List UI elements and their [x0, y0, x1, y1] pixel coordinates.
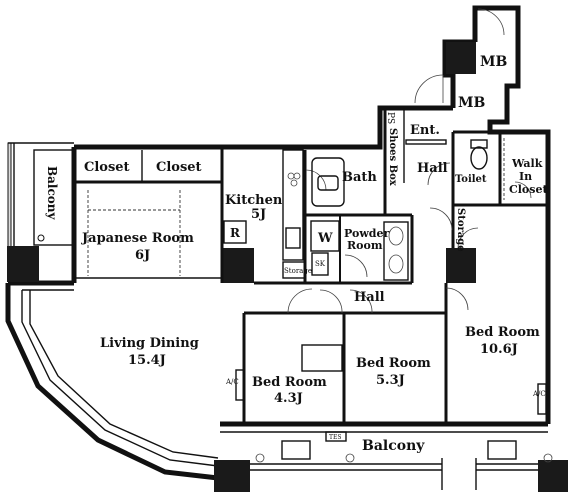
label-storage-kitchen: Storage	[284, 267, 312, 275]
label-living-dining: Living Dining	[100, 336, 199, 351]
label-powder-2: Room	[347, 239, 383, 252]
label-ac-1: A/C	[225, 378, 239, 386]
label-walk-2: In	[519, 170, 532, 183]
label-bed-room-a: Bed Room	[252, 375, 327, 390]
label-closet-2: Closet	[156, 160, 202, 175]
label-ac-2: A/C	[532, 390, 546, 398]
left-balcony-area	[7, 142, 75, 250]
living-curved-wall	[5, 283, 219, 481]
label-bed-room-c: Bed Room	[465, 325, 540, 340]
label-closet-1: Closet	[84, 160, 130, 175]
label-kitchen: Kitchen	[225, 193, 283, 208]
label-living-dining-size: 15.4J	[128, 353, 166, 368]
label-mb-top: MB	[480, 54, 507, 70]
interior-walls	[74, 108, 548, 424]
label-storage-right: Storage	[455, 208, 466, 252]
label-washer: W	[317, 231, 333, 246]
label-japanese-room: Japanese Room	[81, 231, 194, 246]
label-entrance: Ent.	[410, 123, 440, 138]
label-bath: Bath	[342, 170, 377, 185]
label-walk-3: Closet	[509, 183, 548, 196]
label-japanese-room-size: 6J	[135, 248, 150, 263]
label-bed-room-a-size: 4.3J	[274, 391, 303, 406]
label-bed-room-b-size: 5.3J	[376, 373, 405, 388]
label-shoes-box: Shoes Box	[387, 128, 398, 187]
label-balcony-left: Balcony	[45, 166, 59, 221]
label-powder-1: Powder	[344, 227, 389, 240]
label-tes: TES	[329, 434, 342, 441]
label-bed-room-c-size: 10.6J	[480, 342, 518, 357]
label-walk-1: Walk	[511, 157, 543, 170]
label-hall-upper: Hall	[417, 161, 448, 176]
fixtures	[87, 138, 553, 490]
label-kitchen-size: 5J	[251, 207, 266, 222]
structural-columns	[7, 42, 568, 492]
room-labels: MB MB PS Shoes Box Ent. Hall Toilet Walk…	[45, 54, 548, 454]
label-ps: PS	[385, 112, 395, 124]
outer-walls	[8, 5, 551, 427]
label-toilet: Toilet	[455, 174, 487, 185]
label-balcony-bottom: Balcony	[362, 438, 425, 454]
label-sk: SK	[315, 260, 326, 268]
label-mb-bottom: MB	[458, 95, 485, 111]
label-hall-main: Hall	[354, 290, 385, 305]
label-refrigerator: R	[230, 226, 241, 240]
label-bed-room-b: Bed Room	[356, 356, 431, 371]
